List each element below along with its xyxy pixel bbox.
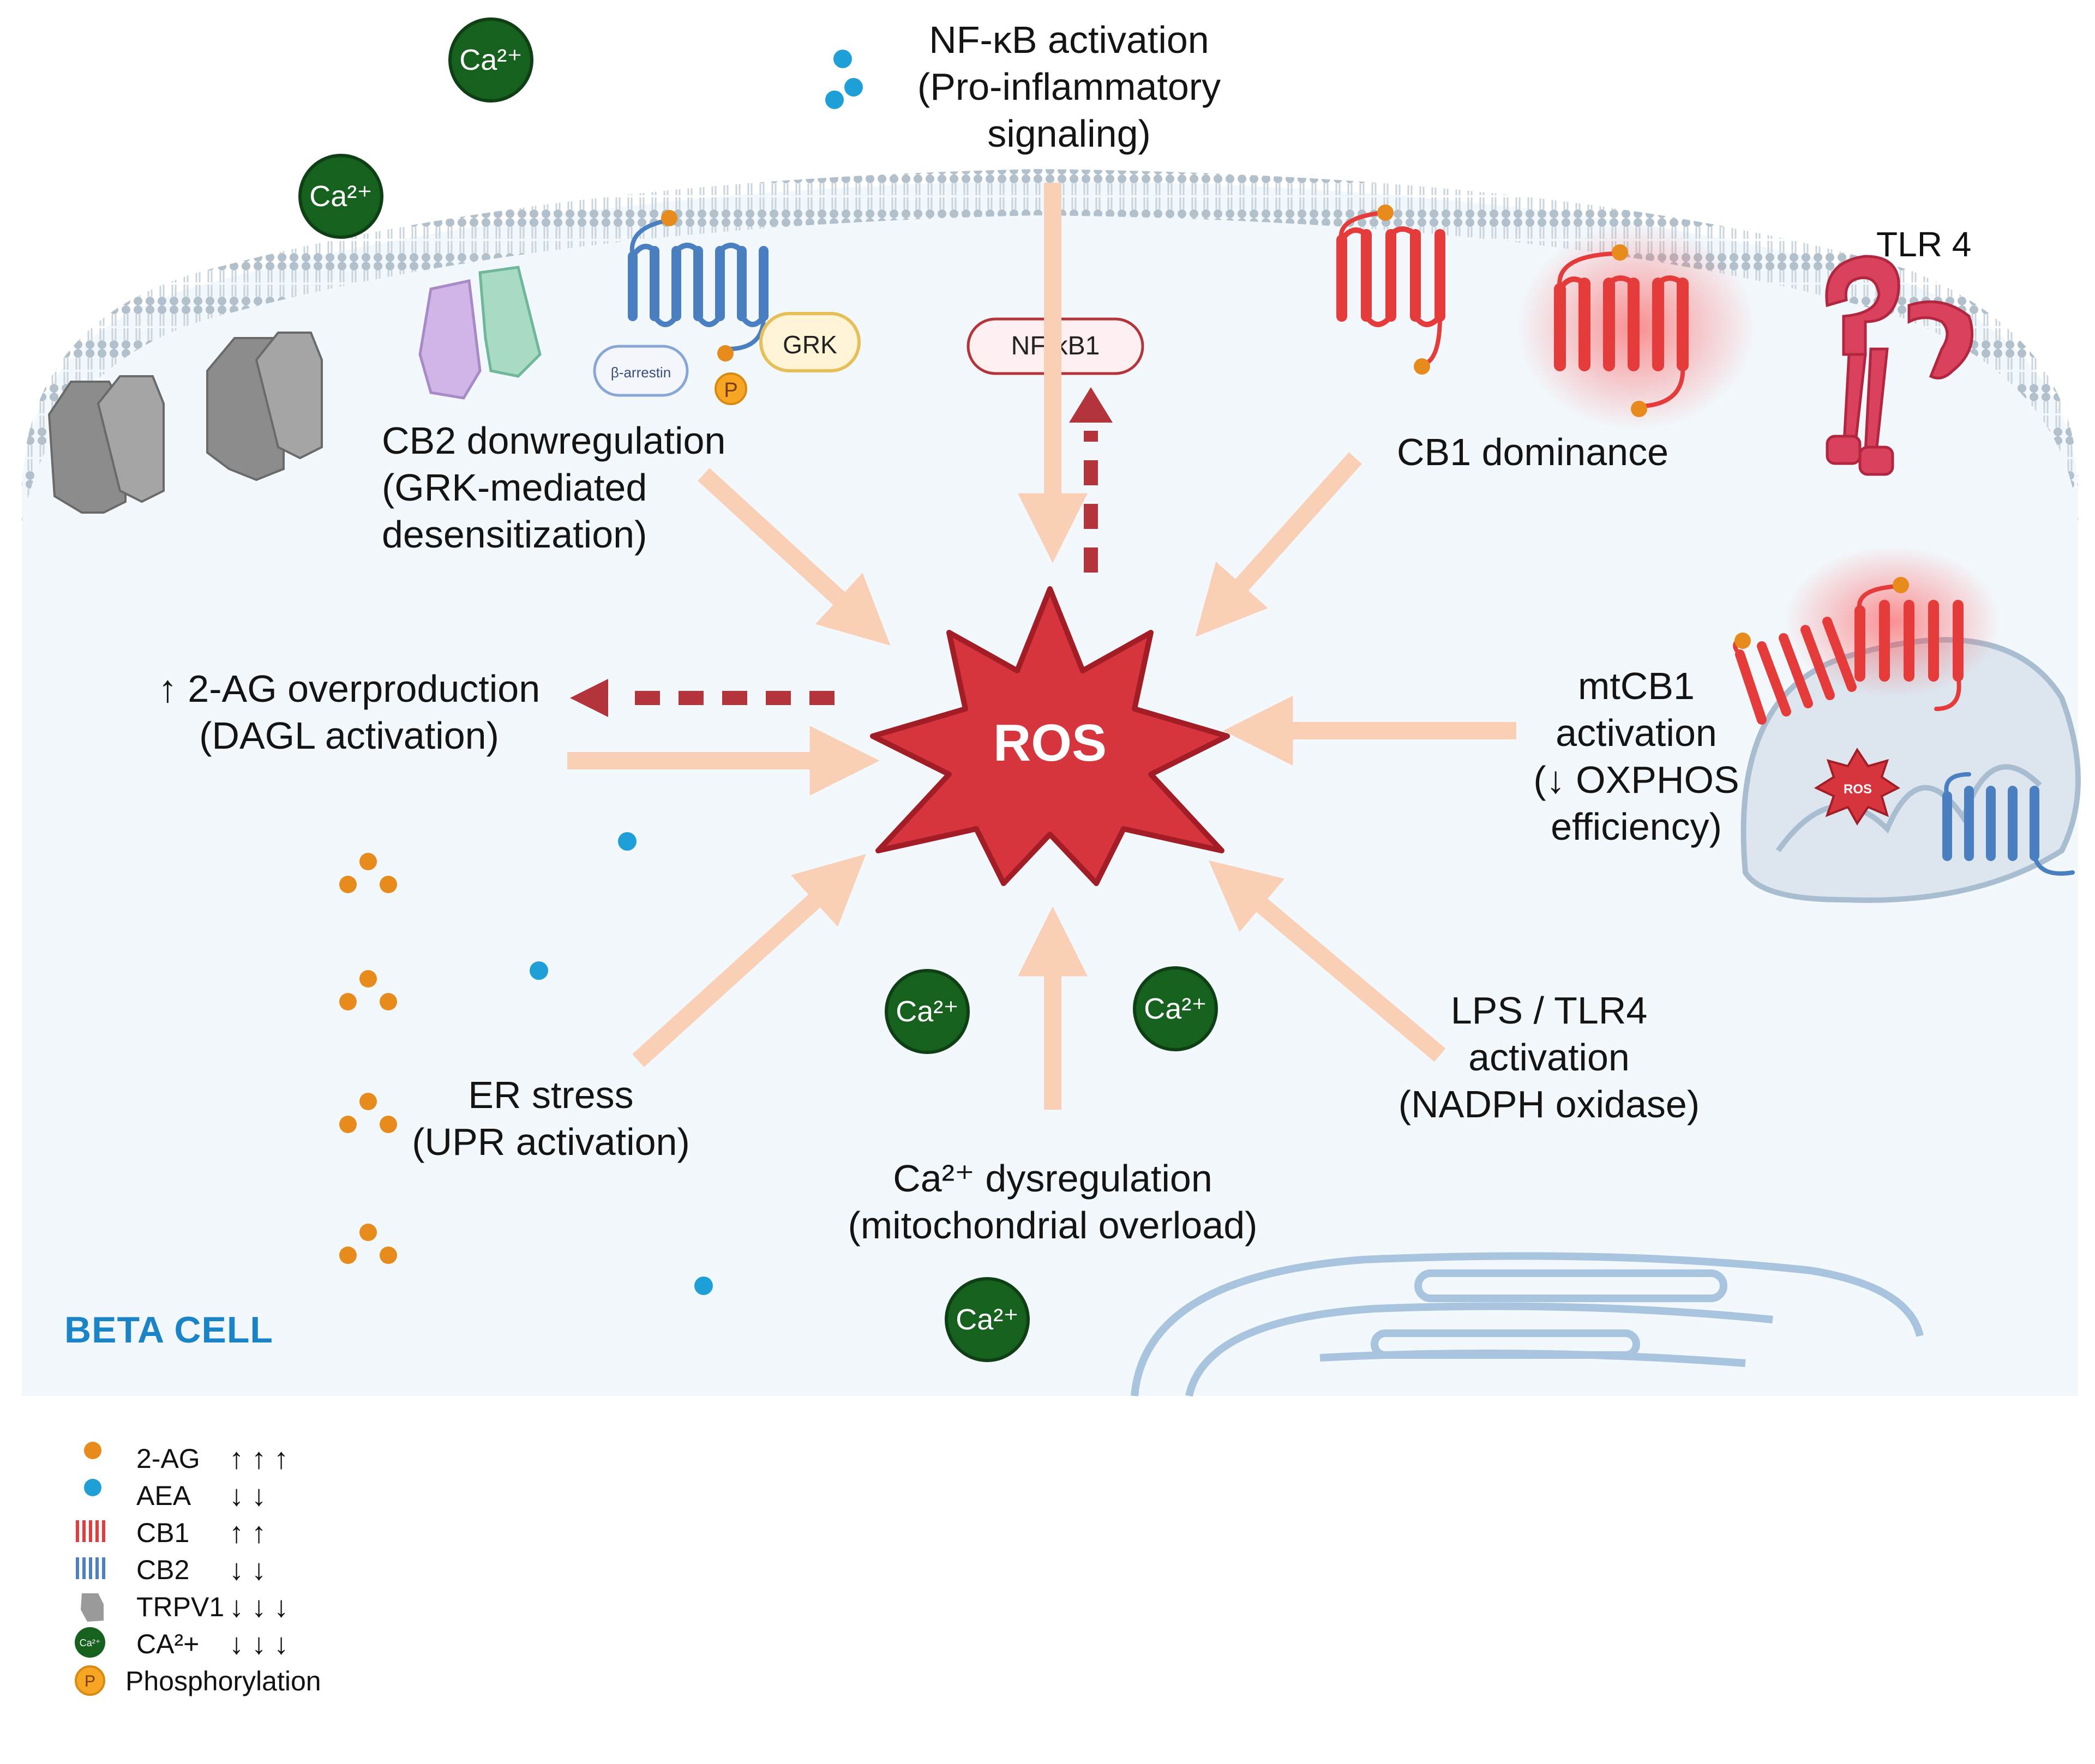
phosphate-site	[1612, 244, 1628, 261]
calcium-ion-icon: Ca²⁺	[448, 17, 533, 103]
2ag-molecule-cluster	[339, 1224, 397, 1264]
2ag-molecule-cluster	[339, 1093, 397, 1133]
aea-molecule	[694, 1277, 713, 1295]
tlr4-receptor	[1825, 255, 1974, 476]
cause-2ag-label: ↑ 2-AG overproduction (DAGL activation)	[158, 667, 541, 757]
legend-name: CB2	[136, 1555, 190, 1585]
arrow-er-to-ros	[632, 854, 866, 1067]
red-receptor-icon	[65, 1514, 120, 1550]
ros-burst: ROS	[870, 586, 1230, 886]
ion-pump	[418, 266, 542, 400]
phosphate-icon: P	[65, 1662, 120, 1698]
beta-arrestin-label: β-arrestin	[611, 364, 671, 381]
legend-row-cb1: CB1 ↑↑	[65, 1514, 556, 1550]
legend-name: Phosphorylation	[125, 1666, 321, 1696]
calcium-ion-label: Ca²⁺	[309, 180, 373, 213]
phosphate-site	[1631, 401, 1647, 417]
2ag-molecule-cluster	[339, 853, 397, 893]
phosphate-site	[1893, 577, 1909, 593]
cause-lps-label: LPS / TLR4 activation (NADPH oxidase)	[1398, 989, 1700, 1125]
aea-molecule	[833, 50, 852, 68]
svg-text:P: P	[85, 1672, 95, 1690]
cause-cb1-label: CB1 dominance	[1396, 431, 1669, 473]
legend-row-2-ag: 2-AG ↑↑↑	[65, 1440, 556, 1476]
beta-arrestin-protein: β-arrestin	[593, 345, 689, 397]
gray-channel-icon	[65, 1588, 120, 1624]
phosphate-site	[661, 210, 677, 226]
legend-arrows: ↓↓↓	[229, 1628, 296, 1660]
calcium-ion-label: Ca²⁺	[459, 44, 523, 76]
green-calcium-icon: Ca²⁺	[65, 1625, 120, 1661]
beta-cell-label: BETA CELL	[64, 1309, 273, 1351]
ros-center-label: ROS	[993, 714, 1107, 772]
tlr4-label: TLR 4	[1876, 225, 1971, 264]
cb1-receptor	[1336, 210, 1445, 366]
legend-name: TRPV1	[136, 1592, 225, 1622]
mtcb2-receptor	[1942, 772, 2075, 876]
legend-name: 2-AG	[136, 1443, 200, 1474]
legend-row-aea: AEA ↓↓	[65, 1477, 556, 1513]
phospho-group: P	[715, 372, 747, 405]
aea-molecule	[530, 961, 548, 980]
legend-row-cb2: CB2 ↓↓	[65, 1551, 556, 1587]
calcium-ion-icon: Ca²⁺	[1133, 966, 1218, 1051]
legend-name: CB1	[136, 1518, 190, 1548]
lipid-molecules	[339, 832, 713, 1295]
cause-mtcb1-label: mtCB1 activation (↓ OXPHOS efficiency)	[1533, 665, 1739, 848]
calcium-ions: Ca²⁺ Ca²⁺ Ca²⁺ Ca²⁺ Ca²⁺	[298, 17, 1218, 1362]
legend-arrows: ↓↓↓	[229, 1591, 296, 1623]
endoplasmic-reticulum	[1131, 1252, 1924, 1397]
aea-molecule	[844, 78, 863, 97]
phosphate-site	[1377, 204, 1394, 221]
cause-nfkb-label: NF-κB activation (Pro-inflammatory signa…	[917, 19, 1221, 155]
ros-arrows	[567, 183, 1516, 1110]
phospho-label: P	[724, 379, 737, 402]
calcium-ion-icon: Ca²⁺	[885, 969, 970, 1054]
arrow-lps-to-ros	[1208, 860, 1446, 1062]
legend-arrows: ↓↓	[229, 1554, 274, 1586]
calcium-ion-icon: Ca²⁺	[945, 1277, 1030, 1362]
feedback-arrows	[570, 387, 1113, 717]
phosphate-site	[717, 345, 734, 362]
legend-arrows: ↓↓	[229, 1479, 274, 1512]
legend-arrows: ↑↑↑	[229, 1442, 296, 1475]
arrow-cb1-to-ros	[1195, 452, 1362, 637]
cause-ca-label: Ca²⁺ dysregulation (mitochondrial overlo…	[848, 1157, 1258, 1247]
legend-name: AEA	[136, 1480, 191, 1511]
trpv1-channels	[47, 332, 323, 514]
mito-ros-label: ROS	[1844, 782, 1872, 797]
legend-row-trpv1: TRPV1↓↓↓	[65, 1588, 556, 1624]
calcium-ion-label: Ca²⁺	[896, 995, 959, 1028]
legend-row-phosphorylation: P Phosphorylation	[65, 1662, 556, 1698]
calcium-ion-label: Ca²⁺	[956, 1303, 1019, 1336]
calcium-ion-label: Ca²⁺	[1144, 992, 1207, 1025]
phosphate-site	[1414, 358, 1430, 375]
legend: 2-AG↑↑↑AEA↓↓CB1↑↑CB2↓↓TRPV1↓↓↓Ca²⁺CA²+↓↓…	[65, 1440, 556, 1745]
grk-protein: GRK	[759, 312, 861, 372]
orange-dot-icon	[65, 1440, 120, 1476]
aea-molecule	[618, 832, 637, 851]
cb1-receptor-active	[1554, 251, 1689, 408]
mtcb1-activation-glow	[1784, 545, 2002, 698]
cause-cb2-label: CB2 donwregulation (GRK-mediated desensi…	[382, 419, 726, 556]
phosphate-site	[1734, 633, 1751, 649]
cause-er-label: ER stress (UPR activation)	[412, 1074, 690, 1163]
blue-dot-icon	[65, 1477, 120, 1513]
arrow-cb2-to-ros	[698, 468, 891, 646]
legend-arrows: ↑↑	[229, 1516, 274, 1549]
cb2-receptor	[628, 219, 769, 351]
aea-molecule	[825, 91, 844, 109]
svg-text:Ca²⁺: Ca²⁺	[80, 1637, 101, 1648]
mtcb1-receptor	[1854, 584, 1964, 711]
calcium-ion-icon: Ca²⁺	[298, 154, 383, 239]
mito-ros-burst: ROS	[1814, 748, 1900, 826]
legend-row-ca-: Ca²⁺ CA²+ ↓↓↓	[65, 1625, 556, 1661]
grk-label: GRK	[783, 330, 837, 359]
legend-name: CA²+	[136, 1629, 200, 1659]
blue-receptor-icon	[65, 1551, 120, 1587]
2ag-molecule-cluster	[339, 970, 397, 1010]
